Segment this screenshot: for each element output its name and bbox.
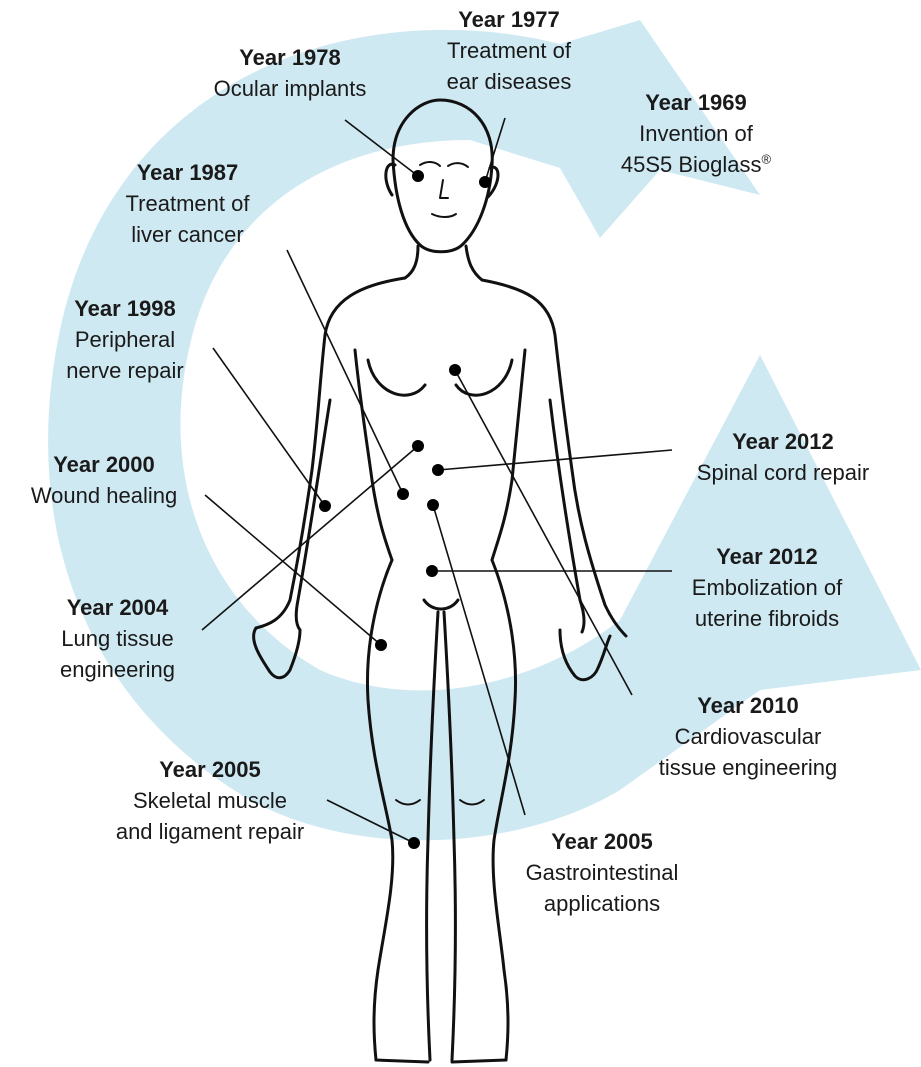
left-inner-arm [296, 400, 330, 630]
milestone-description: Cardiovascular tissue engineering [632, 721, 864, 783]
milestone-year: Year 2005 [497, 826, 707, 857]
milestone-2000: Year 2000 Wound healing [4, 449, 204, 511]
registered-mark: ® [762, 152, 772, 167]
nose [440, 180, 448, 198]
leader-line-2010 [455, 370, 632, 695]
milestone-2012-spinal: Year 2012 Spinal cord repair [672, 426, 894, 488]
milestone-2005-muscle: Year 2005 Skeletal muscle and ligament r… [85, 754, 335, 847]
marker-uterine [426, 565, 438, 577]
left-breast [368, 360, 425, 395]
milestone-year: Year 2012 [672, 426, 894, 457]
marker-nerve [319, 500, 331, 512]
milestone-description: Lung tissue engineering [30, 623, 205, 685]
milestone-2005-gastro: Year 2005 Gastrointestinal applications [497, 826, 707, 919]
milestone-description: Peripheral nerve repair [40, 324, 210, 386]
milestone-description: Invention of 45S5 Bioglass® [606, 118, 786, 180]
mouth [432, 214, 456, 217]
milestone-description: Wound healing [4, 480, 204, 511]
marker-gastro [427, 499, 439, 511]
marker-wound [375, 639, 387, 651]
milestone-1998: Year 1998 Peripheral nerve repair [40, 293, 210, 386]
milestone-year: Year 1978 [190, 42, 390, 73]
marker-cardio [449, 364, 461, 376]
milestone-year: Year 2012 [668, 541, 866, 572]
milestone-year: Year 1987 [100, 157, 275, 188]
milestone-2010: Year 2010 Cardiovascular tissue engineer… [632, 690, 864, 783]
marker-liver [397, 488, 409, 500]
milestone-year: Year 1977 [423, 4, 595, 35]
milestone-description: Skeletal muscle and ligament repair [85, 785, 335, 847]
marker-ear [479, 176, 491, 188]
right-armpit-side [492, 350, 525, 560]
milestone-description: Spinal cord repair [672, 457, 894, 488]
right-breast [456, 360, 512, 395]
leader-line-2012b [438, 450, 672, 470]
marker-muscle [408, 837, 420, 849]
neck-right [466, 246, 482, 280]
milestone-year: Year 1998 [40, 293, 210, 324]
milestone-year: Year 2005 [85, 754, 335, 785]
marker-spinal [432, 464, 444, 476]
milestone-2012-uterine: Year 2012 Embolization of uterine fibroi… [668, 541, 866, 634]
marker-ocular [412, 170, 424, 182]
right-brow [448, 163, 468, 167]
milestone-year: Year 2004 [30, 592, 205, 623]
milestone-description: Embolization of uterine fibroids [668, 572, 866, 634]
milestone-1987: Year 1987 Treatment of liver cancer [100, 157, 275, 250]
milestone-2004: Year 2004 Lung tissue engineering [30, 592, 205, 685]
milestone-description: Treatment of liver cancer [100, 188, 275, 250]
milestone-description: Gastrointestinal applications [497, 857, 707, 919]
leader-line-1987 [287, 250, 403, 494]
milestone-year: Year 2000 [4, 449, 204, 480]
groin [424, 600, 458, 609]
left-foot [376, 1060, 428, 1062]
marker-lung [412, 440, 424, 452]
milestone-description: Treatment of ear diseases [423, 35, 595, 97]
milestone-1969: Year 1969 Invention of 45S5 Bioglass® [606, 87, 786, 180]
right-foot [452, 1060, 506, 1062]
milestone-description: Ocular implants [190, 73, 390, 104]
left-brow [420, 162, 440, 166]
leader-line-1998 [213, 348, 325, 506]
milestone-description-text: Invention of 45S5 Bioglass [621, 121, 762, 177]
neck-left [405, 246, 418, 278]
milestone-1978: Year 1978 Ocular implants [190, 42, 390, 104]
left-armpit-side [355, 350, 392, 560]
milestone-1977: Year 1977 Treatment of ear diseases [423, 4, 595, 97]
milestone-year: Year 1969 [606, 87, 786, 118]
milestone-year: Year 2010 [632, 690, 864, 721]
